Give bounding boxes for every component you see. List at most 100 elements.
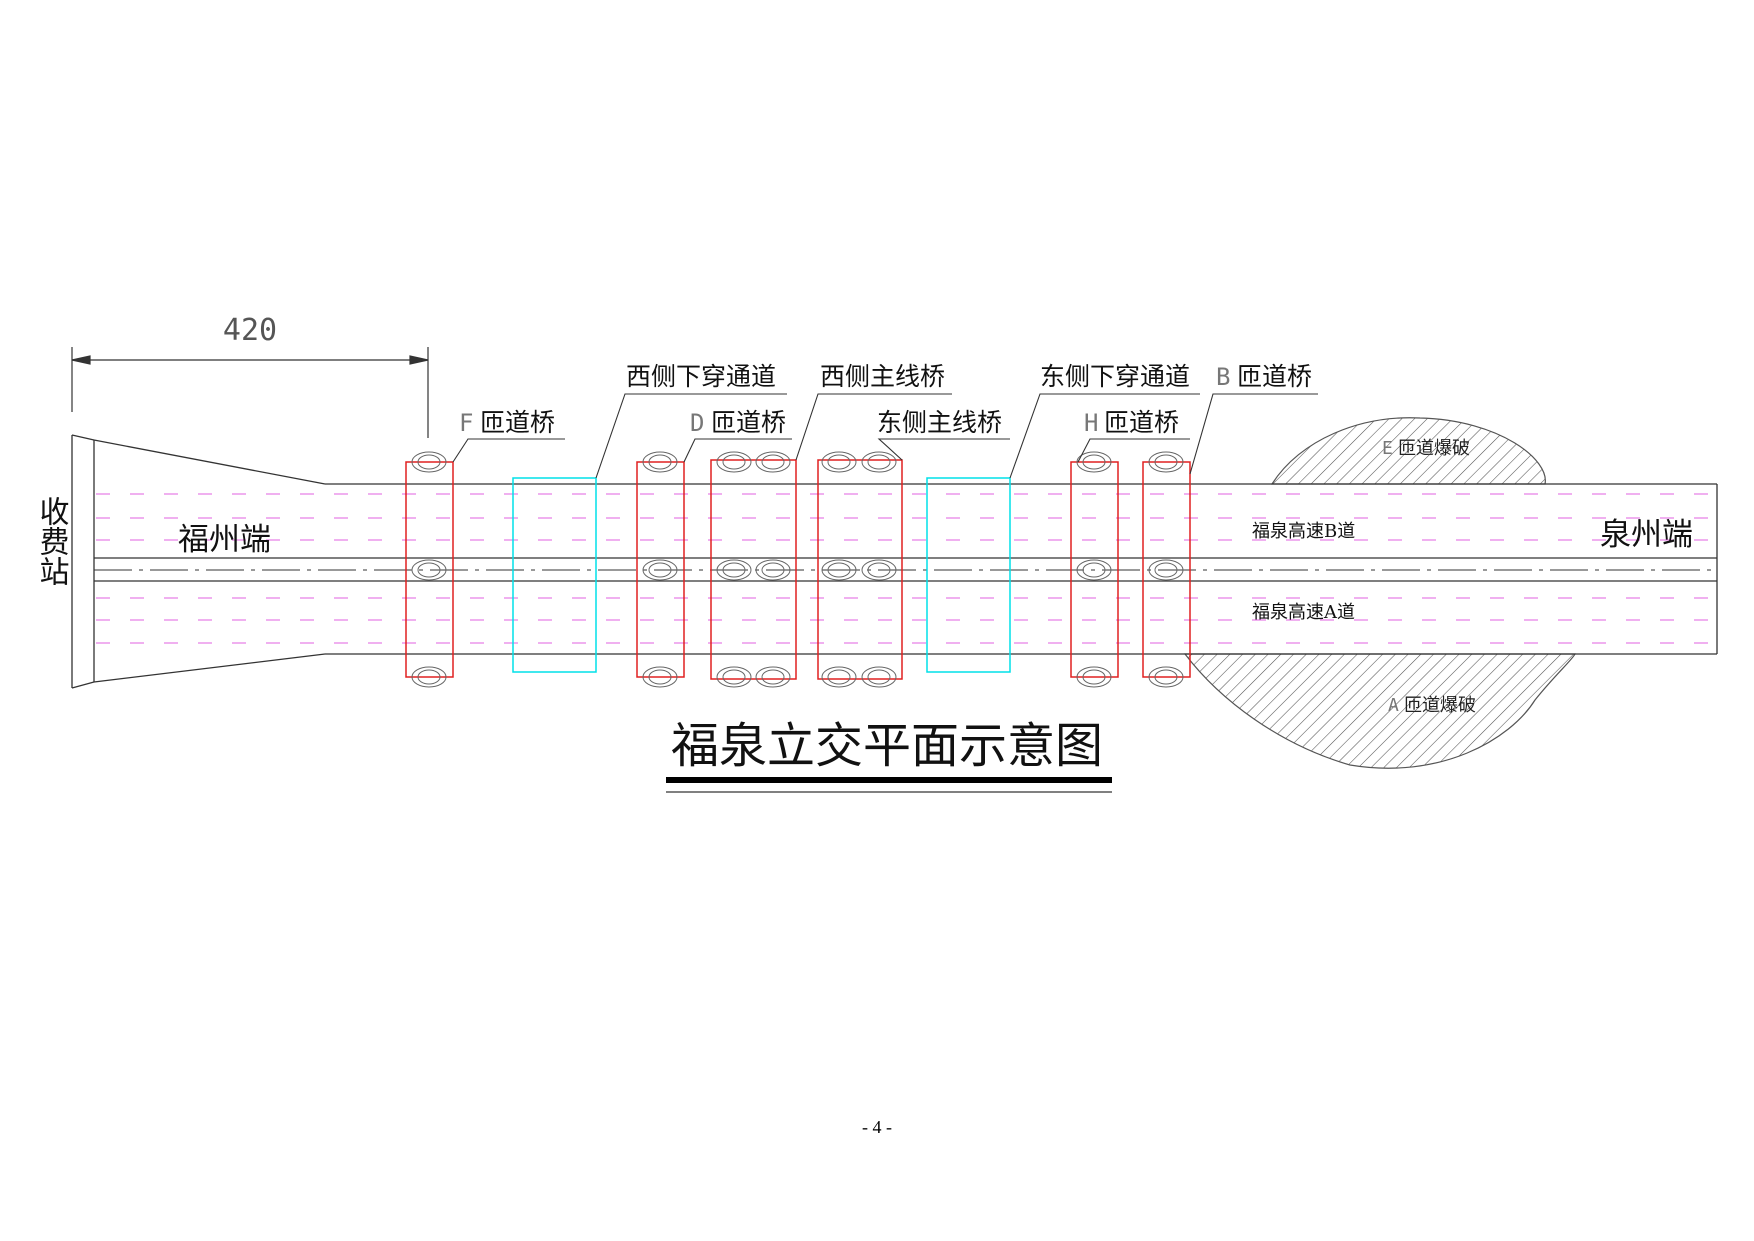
pier-symbol [761, 454, 785, 470]
dimension-420 [71, 347, 429, 438]
pier-symbol [411, 666, 447, 688]
pier-symbol [827, 669, 851, 685]
svg-text:匝道爆破: 匝道爆破 [1404, 695, 1476, 716]
diagram-title: 福泉立交平面示意图 [666, 718, 1112, 793]
pier-symbol [827, 562, 851, 578]
east-underpass-box [926, 477, 1011, 673]
page-number: - 4 - [862, 1117, 892, 1137]
h-ramp-bridge-box [1070, 461, 1119, 678]
east-main-bridge-box [817, 459, 903, 680]
pier-symbol [722, 669, 746, 685]
pier-symbol [722, 562, 746, 578]
svg-text:收费站: 收费站 [34, 496, 69, 586]
callout-text: 西侧下穿通道 [626, 362, 776, 391]
pier-symbol [867, 669, 891, 685]
pier-symbol [821, 451, 857, 473]
svg-text:B: B [1216, 363, 1230, 391]
pier-symbol [1076, 559, 1112, 581]
pier-symbol [761, 669, 785, 685]
lane-markings [96, 493, 1717, 644]
pier-symbol [1148, 559, 1184, 581]
pier-symbol [861, 559, 897, 581]
west-underpass-box [512, 477, 597, 673]
pier-symbol [1082, 454, 1106, 470]
callout-east-underpass: 东侧下穿通道 [1040, 362, 1190, 391]
svg-text:匝道爆破: 匝道爆破 [1398, 438, 1470, 459]
label-fuzhou-end: 福州端 [178, 522, 271, 558]
pier-symbol [648, 454, 672, 470]
d-ramp-bridge-box [636, 461, 685, 678]
pier-symbol [417, 454, 441, 470]
callout-b-ramp-bridge: B 匝道桥 [1216, 362, 1312, 391]
label-lane-a: 福泉高速A道 [1252, 602, 1355, 623]
pier-symbols [411, 451, 1184, 688]
pier-symbol [417, 562, 441, 578]
pier-symbol [861, 666, 897, 688]
leader-lines [452, 393, 1318, 479]
e-ramp-blast-zone [1270, 417, 1546, 485]
b-ramp-bridge-box [1142, 461, 1191, 678]
pier-symbol [761, 562, 785, 578]
pier-symbol [1082, 669, 1106, 685]
svg-text:H: H [1084, 409, 1098, 437]
label-e-ramp-blast: E 匝道爆破 [1382, 438, 1470, 459]
pier-symbol [411, 451, 447, 473]
pier-symbol [755, 559, 791, 581]
pier-symbol [648, 669, 672, 685]
label-toll-station: 收费站 [34, 496, 69, 586]
pier-symbol [867, 454, 891, 470]
pier-symbol [642, 559, 678, 581]
callout-text: 东侧主线桥 [877, 408, 1002, 437]
highway-outline [94, 483, 1718, 655]
pier-symbol [1154, 454, 1178, 470]
callout-text: 匝道桥 [1104, 408, 1179, 437]
callout-text: 匝道桥 [480, 408, 555, 437]
pier-symbol [1082, 562, 1106, 578]
pier-symbol [722, 454, 746, 470]
pier-symbol [716, 451, 752, 473]
pier-symbol [827, 454, 851, 470]
callout-east-main-bridge: 东侧主线桥 [877, 408, 1002, 437]
label-a-ramp-blast: A 匝道爆破 [1388, 695, 1476, 716]
pier-symbol [1154, 562, 1178, 578]
callout-f-ramp-bridge: F 匝道桥 [459, 408, 555, 437]
svg-text:A: A [1388, 695, 1399, 716]
pier-symbol [716, 666, 752, 688]
pier-symbol [417, 669, 441, 685]
callout-text: 匝道桥 [1237, 362, 1312, 391]
pier-symbol [867, 562, 891, 578]
pier-symbol [411, 559, 447, 581]
pier-symbol [755, 666, 791, 688]
pier-symbol [1148, 451, 1184, 473]
toll-plaza-outline [71, 434, 326, 689]
pier-symbol [716, 559, 752, 581]
f-ramp-bridge-box [405, 461, 454, 678]
pier-symbol [642, 451, 678, 473]
pier-symbol [1076, 451, 1112, 473]
dimension-value: 420 [223, 313, 277, 348]
callout-text: 西侧主线桥 [820, 362, 945, 391]
pier-symbol [821, 666, 857, 688]
pier-symbol [642, 666, 678, 688]
pier-symbol [1148, 666, 1184, 688]
pier-symbol [821, 559, 857, 581]
west-main-bridge-box [710, 459, 797, 680]
callout-text: 东侧下穿通道 [1040, 362, 1190, 391]
bridge-boxes [405, 459, 1191, 680]
a-ramp-blast-zone [1183, 653, 1576, 769]
callout-text: 匝道桥 [711, 408, 786, 437]
pier-symbol [1154, 669, 1178, 685]
svg-text:D: D [690, 409, 704, 437]
pier-symbol [861, 451, 897, 473]
callout-west-main-bridge: 西侧主线桥 [820, 362, 945, 391]
label-lane-b: 福泉高速B道 [1252, 521, 1355, 542]
callout-west-underpass: 西侧下穿通道 [626, 362, 776, 391]
pier-symbol [1076, 666, 1112, 688]
title-text: 福泉立交平面示意图 [671, 718, 1103, 774]
callout-h-ramp-bridge: H 匝道桥 [1084, 408, 1179, 437]
svg-text:F: F [459, 409, 473, 437]
underpass-boxes [512, 477, 1011, 673]
svg-text:E: E [1382, 438, 1393, 459]
callout-d-ramp-bridge: D 匝道桥 [690, 408, 786, 437]
